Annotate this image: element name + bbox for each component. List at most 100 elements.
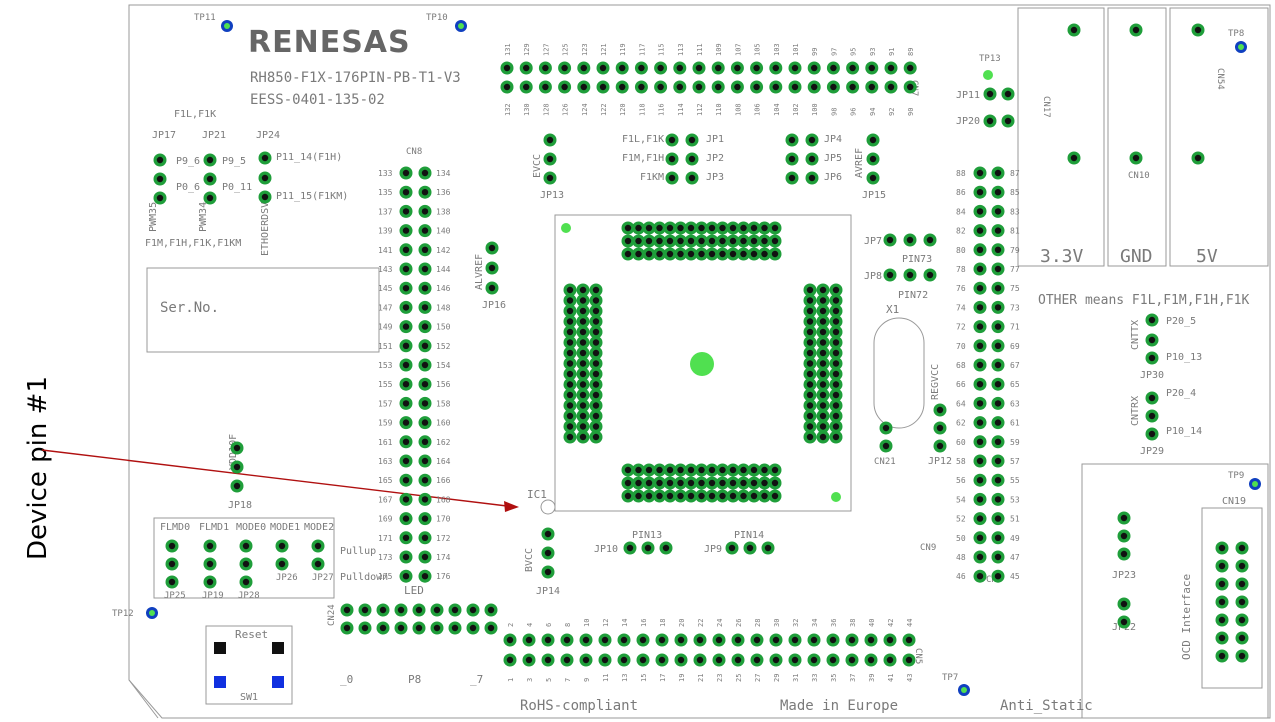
pin-number-label: 174: [436, 553, 451, 562]
pin-number-label: 102: [792, 103, 800, 116]
pin-number-label: 58: [956, 457, 966, 466]
pin-number-label: 142: [436, 246, 451, 255]
pin-number-label: 67: [1010, 361, 1020, 370]
pin-number-label: 53: [1010, 495, 1020, 504]
svg-text:F1L,F1K: F1L,F1K: [174, 109, 216, 120]
pin-number-label: 38: [849, 619, 857, 627]
pin-number-label: 62: [956, 419, 966, 428]
pin-number-label: 127: [542, 43, 550, 56]
pin-number-label: 78: [956, 265, 966, 274]
svg-text:JP23: JP23: [1112, 570, 1136, 581]
pin-number-label: 14: [621, 619, 629, 627]
svg-text:Ser.No.: Ser.No.: [160, 300, 219, 316]
pin-number-label: 140: [436, 227, 451, 236]
svg-text:5V: 5V: [1196, 246, 1218, 267]
svg-text:P10_13: P10_13: [1166, 352, 1202, 363]
pin-number-label: 52: [956, 515, 966, 524]
svg-text:JP27: JP27: [312, 573, 334, 583]
svg-text:X1: X1: [886, 303, 899, 316]
svg-text:JP13: JP13: [540, 190, 564, 201]
pin-number-label: 81: [1010, 227, 1020, 236]
pin-number-label: 4: [526, 623, 534, 627]
pin-number-label: 88: [956, 169, 966, 178]
pin-number-label: 153: [378, 361, 393, 370]
pin-number-label: 91: [888, 48, 896, 56]
svg-text:CN19: CN19: [1222, 496, 1246, 507]
svg-text:LED: LED: [404, 584, 424, 597]
testpoint-group: [146, 20, 1261, 696]
svg-text:TP13: TP13: [979, 54, 1001, 64]
svg-text:EESS-0401-135-02: EESS-0401-135-02: [250, 92, 385, 108]
pin-number-label: 117: [638, 43, 646, 56]
svg-text:OCD Interface: OCD Interface: [1180, 574, 1193, 660]
pin-number-label: 96: [850, 108, 858, 116]
svg-text:CN17: CN17: [1041, 96, 1051, 118]
pin-number-label: 2: [507, 623, 515, 627]
pin-number-label: 49: [1010, 534, 1020, 543]
pin-number-label: 122: [600, 103, 608, 116]
svg-text:ALVREF: ALVREF: [474, 254, 485, 290]
svg-text:JP9: JP9: [704, 544, 722, 555]
svg-text:FLMD0: FLMD0: [160, 522, 190, 533]
pin-number-label: 161: [378, 438, 393, 447]
svg-text:JP12: JP12: [928, 456, 952, 467]
svg-text:CN10: CN10: [1128, 171, 1150, 181]
pin-number-label: 137: [378, 207, 393, 216]
svg-text:Made in Europe: Made in Europe: [780, 698, 898, 714]
svg-text:IC1: IC1: [527, 488, 547, 501]
pin-number-label: 75: [1010, 284, 1020, 293]
pin-number-label: 6: [545, 623, 553, 627]
svg-text:PIN14: PIN14: [734, 530, 764, 541]
pin-number-label: 141: [378, 246, 393, 255]
pin-number-label: 47: [1010, 553, 1020, 562]
svg-text:TP11: TP11: [194, 13, 216, 23]
pin-number-label: 89: [907, 48, 915, 56]
pin-number-label: 33: [811, 674, 819, 682]
svg-text:TP9: TP9: [1228, 471, 1244, 481]
pin-number-label: 21: [697, 674, 705, 682]
pin-number-label: 90: [907, 108, 915, 116]
svg-text:PIN13: PIN13: [632, 530, 662, 541]
pin-number-label: 100: [811, 103, 819, 116]
ic1-outline: [554, 214, 852, 512]
svg-text:JP25: JP25: [164, 591, 186, 601]
pin-number-label: 158: [436, 399, 451, 408]
pin-number-label: 42: [887, 619, 895, 627]
pin-number-label: 176: [436, 572, 451, 581]
svg-text:TP10: TP10: [426, 13, 448, 23]
svg-text:Pullup: Pullup: [340, 546, 376, 557]
pin-headers: 1311321291301271281251261231241211221191…: [153, 23, 1249, 682]
pin-number-label: 163: [378, 457, 393, 466]
svg-text:PWM35: PWM35: [148, 202, 159, 232]
svg-text:AVREF: AVREF: [854, 148, 865, 178]
svg-text:JP19: JP19: [202, 591, 224, 601]
pin-number-label: 128: [542, 103, 550, 116]
pin-number-label: 145: [378, 284, 393, 293]
pin-number-label: 54: [956, 495, 966, 504]
pin-number-label: 18: [659, 619, 667, 627]
pin-number-label: 92: [888, 108, 896, 116]
pin-number-label: 34: [811, 619, 819, 627]
pin-number-label: 80: [956, 246, 966, 255]
svg-text:JP14: JP14: [536, 586, 560, 597]
pin-number-label: 7: [564, 678, 572, 682]
pin-number-label: 126: [562, 103, 570, 116]
svg-text:PWM34: PWM34: [198, 202, 209, 232]
pin-number-label: 135: [378, 188, 393, 197]
pin-number-label: 79: [1010, 246, 1020, 255]
pin-number-label: 63: [1010, 399, 1020, 408]
svg-text:ETHOERDSV: ETHOERDSV: [260, 202, 271, 256]
svg-text:P11_15(F1KM): P11_15(F1KM): [276, 191, 348, 202]
pin-number-label: 44: [906, 619, 914, 627]
pin-number-label: 46: [956, 572, 966, 581]
svg-text:JP3: JP3: [706, 172, 724, 183]
svg-text:P0_11: P0_11: [222, 182, 252, 193]
pin-number-label: 170: [436, 515, 451, 524]
pin-number-label: 116: [658, 103, 666, 116]
pin-number-label: 167: [378, 495, 393, 504]
svg-text:P20_4: P20_4: [1166, 388, 1196, 399]
pin-number-label: 51: [1010, 515, 1020, 524]
svg-text:CN5: CN5: [913, 648, 923, 664]
pin-number-label: 144: [436, 265, 451, 274]
